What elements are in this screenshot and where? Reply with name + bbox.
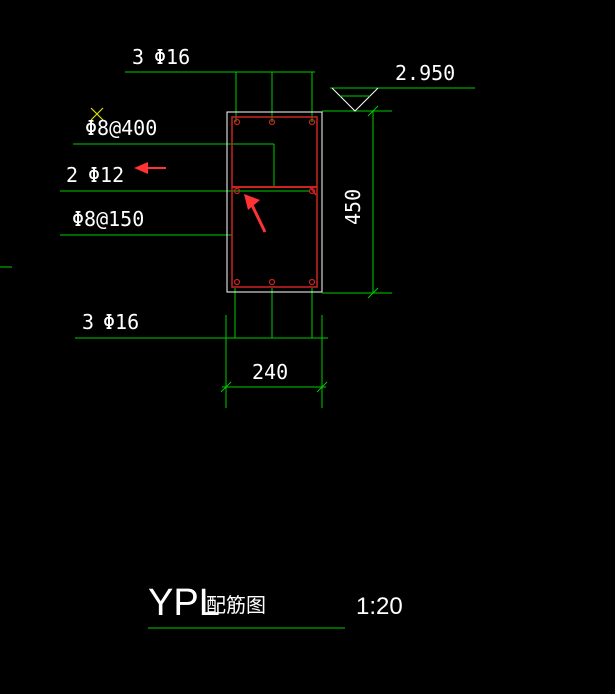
height-dim-tick-bottom — [367, 287, 379, 299]
top-bars-spec: Φ16 — [154, 45, 190, 69]
width-dim-tick-left — [220, 381, 232, 393]
height-dim-label: 450 — [341, 189, 365, 225]
stirrup-spec: Φ8@150 — [72, 207, 144, 231]
width-dim-tick-right — [316, 381, 328, 393]
elevation-triangle-icon — [331, 87, 379, 112]
height-dim-tick-top — [367, 105, 379, 117]
waist-stirrup-spec: Φ8@400 — [85, 116, 157, 140]
waist-bars-spec: Φ12 — [88, 163, 124, 187]
rebar-top-left — [233, 118, 241, 126]
rebar-top-mid — [268, 118, 276, 126]
title-sub: 配筋图 — [206, 594, 266, 617]
section-outline — [226, 111, 323, 293]
arrow-up-left-icon — [244, 194, 267, 233]
arrow-left-icon — [134, 162, 166, 174]
rebar-waist-right — [308, 187, 316, 195]
elevation-label: 2.950 — [395, 61, 455, 85]
waist-bars-prefix: 2 — [66, 163, 78, 187]
cross-mark-icon — [90, 107, 104, 121]
rebar-bottom-left — [233, 278, 241, 286]
leader-lines — [0, 71, 475, 629]
scale-label: 1:20 — [356, 593, 403, 620]
rebar-waist-left — [233, 187, 241, 195]
bottom-bars-spec: Φ16 — [103, 310, 139, 334]
title-main: YPL — [148, 582, 220, 624]
rebar-top-right — [308, 118, 316, 126]
stirrups — [231, 116, 318, 288]
rebar-dots — [233, 118, 316, 286]
bottom-bars-prefix: 3 — [82, 310, 94, 334]
rebar-bottom-mid — [268, 278, 276, 286]
top-bars-prefix: 3 — [132, 45, 144, 69]
width-dim-label: 240 — [252, 360, 288, 384]
rebar-bottom-right — [308, 278, 316, 286]
outer-stirrup — [231, 116, 318, 288]
